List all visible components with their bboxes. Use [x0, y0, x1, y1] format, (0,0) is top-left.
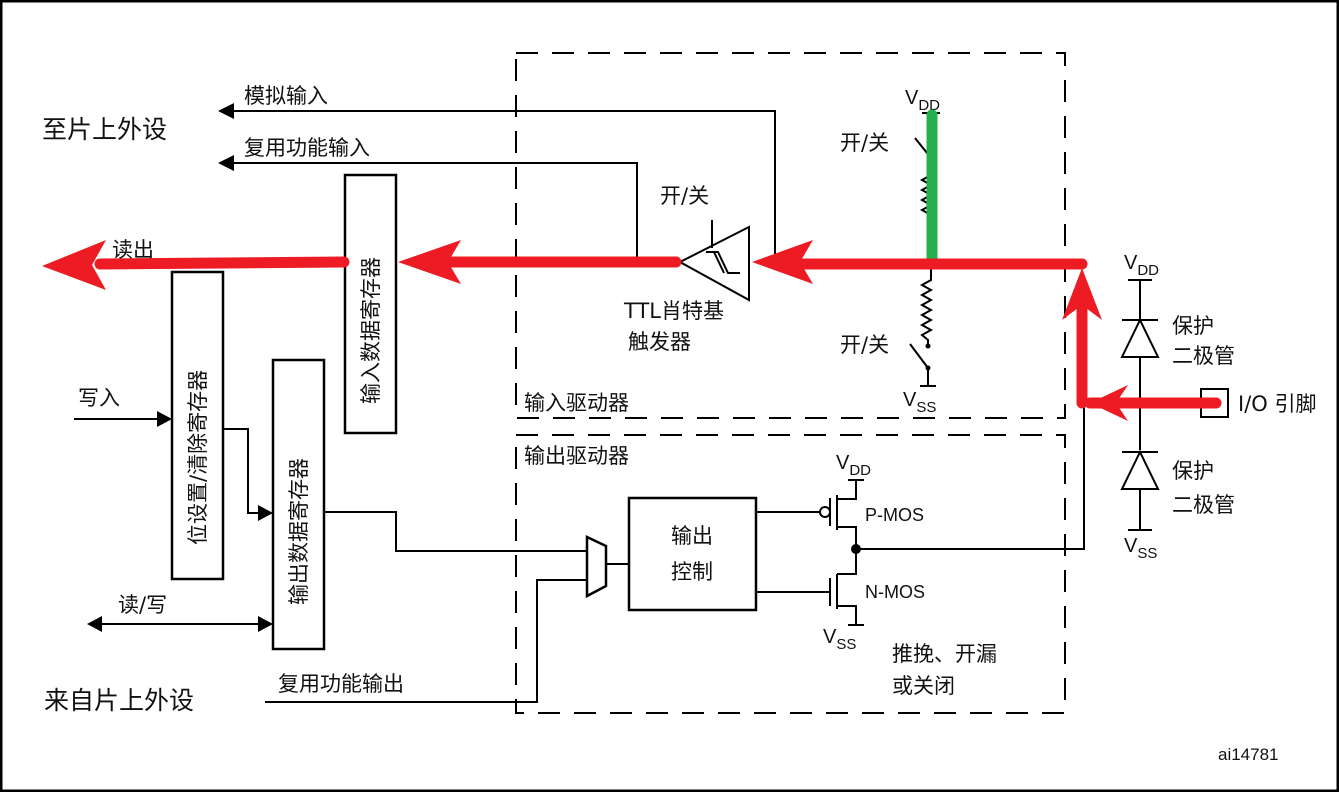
write-in-arrowhead: [157, 411, 172, 427]
hysteresis-symbol: [706, 251, 740, 274]
schmitt-label-1: TTL肖特基: [623, 299, 724, 323]
input-data-register-label: 输入数据寄存器: [359, 257, 383, 404]
diode-top-label-1: 保护: [1172, 314, 1214, 338]
pulldown-switch: [909, 343, 929, 369]
read-path-idr-arrowhead: [398, 240, 461, 284]
read-path-out-arrowhead: [42, 240, 106, 290]
read-path-pin-arrowhead: [1090, 385, 1128, 421]
bit-set-reset-register: [170, 270, 225, 581]
pulldown-resistor: [919, 264, 934, 346]
read-write-left-arrowhead: [87, 616, 102, 632]
input-driver-box: [515, 52, 1066, 419]
output-data-register: [271, 358, 326, 651]
pmos-vdd-label: VDD: [836, 452, 871, 479]
nmos-label: N-MOS: [865, 582, 925, 602]
read-write-label: 读/写: [118, 593, 167, 617]
pulldown-switch-label: 开/关: [840, 333, 889, 357]
diode-bottom-label-1: 保护: [1172, 459, 1214, 483]
read-path-up-arrowhead: [1062, 268, 1102, 320]
nmos-source: [837, 605, 857, 625]
schmitt-trigger: [677, 225, 750, 302]
output-control-label-1: 输出: [671, 524, 713, 548]
schmitt-switch-label: 开/关: [660, 184, 709, 208]
nmos-drain: [837, 549, 857, 575]
figure-id: ai14781: [1218, 745, 1279, 764]
bit-set-reset-register-label: 位设置/清除寄存器: [186, 370, 210, 545]
multiplexer: [585, 535, 608, 599]
pullup-vdd-label: VDD: [905, 87, 940, 114]
pmos-drain: [837, 526, 857, 549]
diode-vss-label: VSS: [1124, 535, 1157, 562]
input-driver-label: 输入驱动器: [524, 391, 629, 415]
diode-top-label-2: 二极管: [1172, 344, 1235, 368]
nmos-vss-label: VSS: [823, 626, 856, 653]
bsrr-to-odr-arrowhead: [258, 505, 273, 521]
hysteresis-symbol-2: [713, 251, 725, 274]
output-data-register-label: 输出数据寄存器: [287, 458, 311, 605]
diode-vdd-label: VDD: [1124, 252, 1159, 279]
alt-func-input-arrowhead: [218, 155, 234, 171]
output-control-block: [627, 496, 758, 612]
input-data-register: [343, 173, 398, 435]
output-control-label-2: 控制: [671, 560, 713, 584]
pulldown-switch-contact-top: [925, 343, 931, 349]
pmos-source: [837, 480, 857, 500]
pmos-gate-bubble: [819, 506, 831, 518]
output-driver-box: [515, 434, 1066, 714]
read-write-right-arrowhead: [258, 616, 273, 632]
write-in-label: 写入: [78, 386, 120, 410]
pmos-label: P-MOS: [865, 505, 924, 525]
odr-to-mux-wire: [324, 511, 587, 552]
to-peripheral-label: 至片上外设: [42, 115, 167, 144]
alt-func-output-wire: [265, 579, 587, 703]
schmitt-label-2: 触发器: [628, 330, 691, 354]
analog-input-wire: [232, 110, 776, 262]
bsrr-to-odr-wire: [223, 428, 259, 514]
read-out-label: 读出: [112, 238, 154, 262]
output-mode-label-2: 或关闭: [892, 674, 955, 698]
alt-func-input-wire: [232, 162, 638, 262]
output-to-pin-wire: [856, 404, 1085, 550]
from-peripheral-label: 来自片上外设: [44, 686, 194, 715]
pullup-switch-label: 开/关: [840, 131, 889, 155]
alt-func-output-label: 复用功能输出: [278, 672, 404, 696]
analog-input-label: 模拟输入: [244, 84, 328, 108]
alt-func-input-label: 复用功能输入: [244, 136, 370, 160]
output-mode-label-1: 推挽、开漏: [892, 642, 997, 666]
output-driver-label: 输出驱动器: [524, 444, 629, 468]
read-path-out-segment: [94, 256, 350, 270]
diode-bottom-label-2: 二极管: [1172, 493, 1235, 517]
analog-input-arrowhead: [218, 103, 234, 119]
io-pin-label: I/O 引脚: [1238, 392, 1316, 416]
pulldown-vss-label: VSS: [903, 389, 936, 416]
read-path-schmitt-arrowhead: [752, 240, 813, 284]
